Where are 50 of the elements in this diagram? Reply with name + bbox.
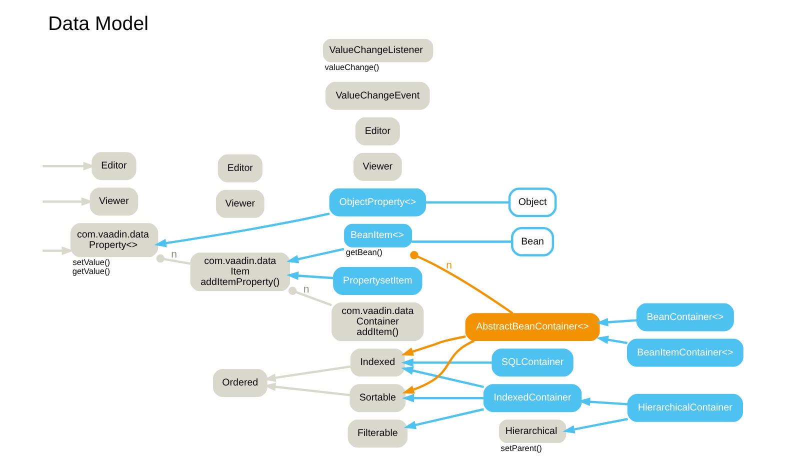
arrow: [402, 394, 484, 402]
node-box: Viewer: [90, 188, 138, 216]
arrow: [596, 318, 637, 326]
node-box: Viewer: [216, 190, 264, 218]
arrow: [286, 272, 334, 280]
node-box: Editor: [355, 117, 400, 146]
node-box: PropertysetItem: [333, 267, 422, 295]
edge-label: n: [303, 283, 310, 296]
node-label: setParent(): [500, 442, 542, 453]
connector: [410, 250, 514, 314]
node-box: com.vaadin.data Item addItemProperty(): [190, 252, 290, 292]
node-box: IndexedContainer: [483, 384, 582, 412]
arrow: [401, 358, 492, 367]
arrow: [154, 212, 330, 248]
edge-label: n: [446, 259, 452, 272]
node-box: Viewer: [353, 152, 402, 181]
node-box: ValueChangeEvent: [326, 82, 430, 110]
node-box: AbstractBeanContainer<>: [465, 313, 600, 342]
node-box: SQLContainer: [492, 348, 574, 377]
node-box: Sortable: [350, 384, 406, 412]
node-label: valueChange(): [324, 62, 380, 72]
node-label: getValue(): [72, 266, 110, 276]
node-box: ObjectProperty<>: [329, 188, 426, 216]
arrow: [286, 248, 344, 264]
node-box: Editor: [218, 154, 262, 182]
node-box: BeanItemContainer<>: [627, 338, 744, 367]
arrow: [402, 340, 474, 394]
connector: [412, 240, 512, 243]
node-box: Filterable: [348, 420, 408, 448]
arrow: [401, 366, 484, 388]
arrow: [42, 246, 74, 255]
node-box: Ordered: [212, 369, 268, 397]
connector: [288, 286, 332, 306]
arrow: [596, 336, 628, 344]
node-box: Indexed: [350, 348, 405, 377]
node-label: getBean(): [346, 247, 382, 258]
node-box: com.vaadin.data Container addItem(): [332, 302, 424, 342]
node-box: HierarchicalContainer: [627, 394, 743, 422]
connector: [156, 254, 191, 265]
diagram-title: Data Model: [48, 12, 148, 35]
arrow: [404, 408, 484, 430]
node-box: Bean: [511, 226, 554, 256]
node-box: BeanContainer<>: [636, 303, 734, 332]
node-label: setValue(): [72, 256, 110, 267]
arrow: [401, 335, 466, 356]
edge-label: n: [171, 248, 177, 261]
arrow: [562, 418, 628, 434]
connector: [426, 201, 510, 204]
node-box: Editor: [92, 152, 136, 180]
node-box: Object: [508, 188, 557, 218]
